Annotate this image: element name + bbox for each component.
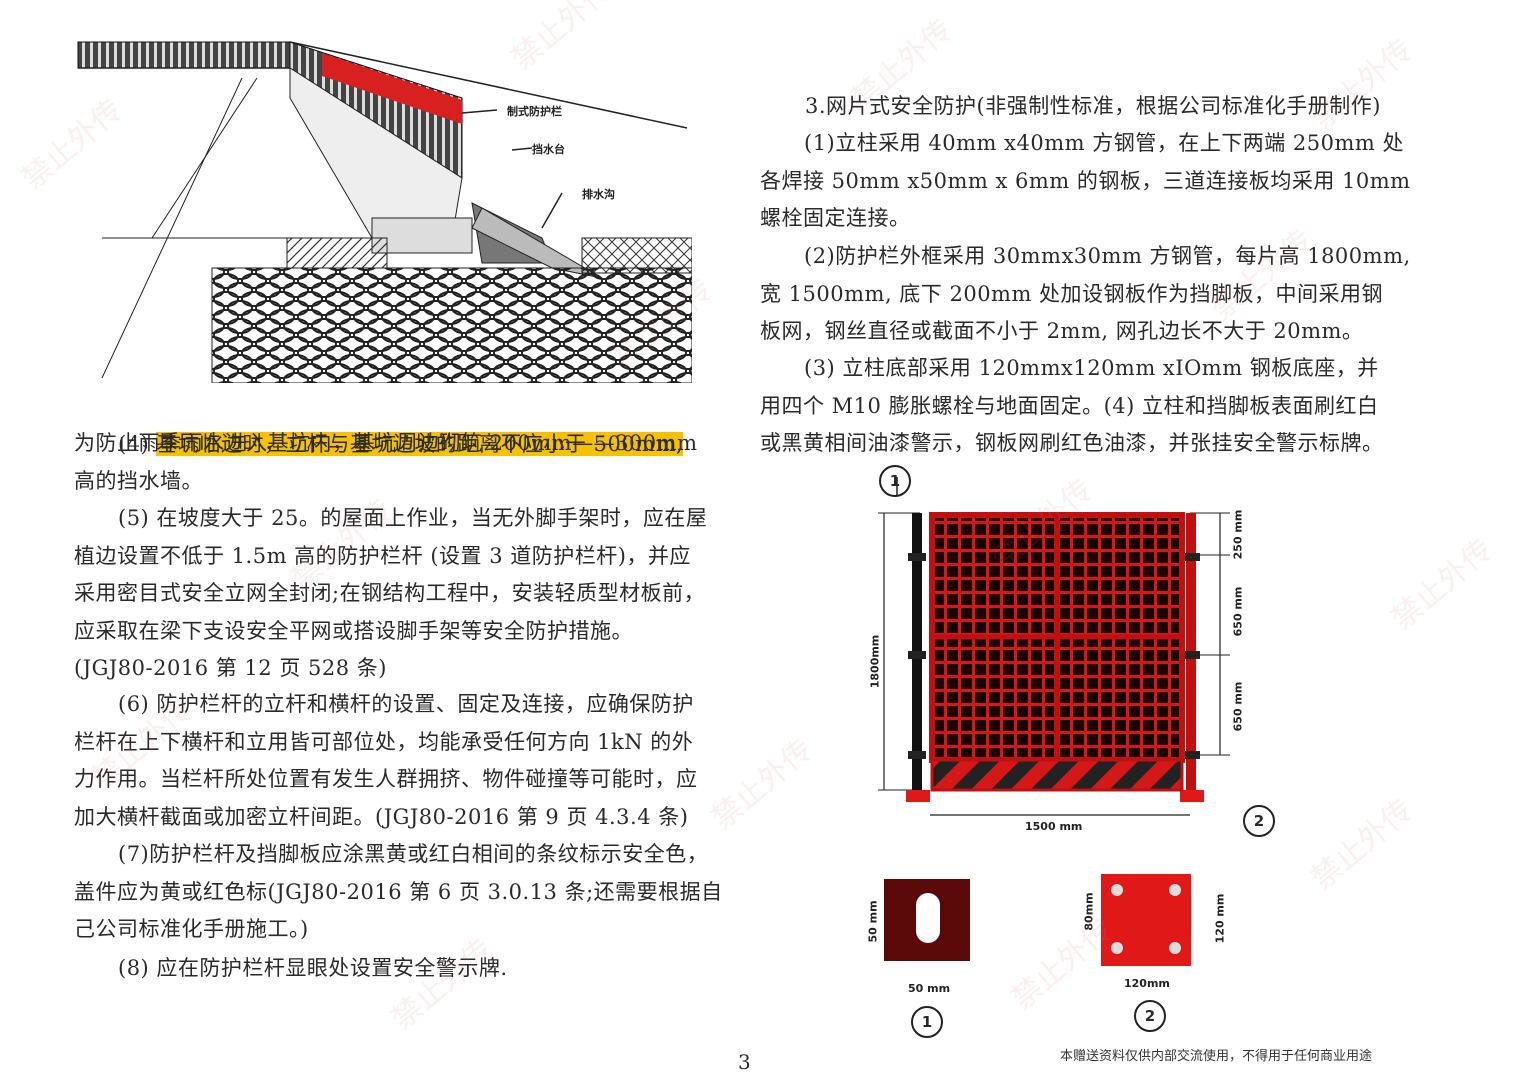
base-plate-1 bbox=[884, 879, 970, 961]
paragraph-4-rest: 为防止雨季雨水进入基坑内，基坑周边砌筑 200mm——300mm 高的挡水墙。 bbox=[74, 431, 698, 493]
paragraph-4: (4) 基坑临边时，立杆与基坑边坡的距离不应小于 500mm, bbox=[74, 388, 734, 463]
mesh-guardrail-diagram bbox=[878, 477, 1230, 816]
dim-mid2: 650 mm bbox=[1231, 681, 1245, 732]
dim-plate2-h1: 80mm bbox=[1082, 892, 1096, 931]
right-paragraph-3: (3) 立柱底部采用 120mmx120mm xIOmm 钢板底座，并 用四个 … bbox=[760, 356, 1384, 455]
watermark: 禁止外传 bbox=[1385, 532, 1500, 637]
dim-width: 1500 mm bbox=[1025, 820, 1083, 833]
p4-prefix: (4) bbox=[118, 431, 157, 456]
dim-plate1-w: 50 mm bbox=[908, 982, 951, 995]
dim-mid1: 650 mm bbox=[1231, 586, 1245, 637]
right-paragraph-1: (1)立柱采用 40mm x40mm 方钢管，在上下两端 250mm 处 各焊接… bbox=[760, 131, 1411, 230]
dim-plate1-h: 50 mm bbox=[866, 900, 880, 943]
callout-plate-1: 1 bbox=[911, 1006, 943, 1038]
label-guardrail: 制式防护栏 bbox=[507, 105, 562, 118]
label-drain: 排水沟 bbox=[582, 188, 615, 201]
paragraph-8: (8) 应在防护栏杆显眼处设置安全警示牌. bbox=[118, 956, 508, 980]
callout-1: 1 bbox=[879, 465, 911, 497]
paragraph-6: (6) 防护栏杆的立杆和横杆的设置、固定及连接，应确保防护 栏杆在上下横杆和立用… bbox=[74, 692, 698, 829]
watermark: 禁止外传 bbox=[1305, 792, 1420, 897]
paragraph-7: (7)防护栏杆及挡脚板应涂黑黄或红白相间的条纹标示安全色， 盖件应为黄或红色标(… bbox=[74, 842, 723, 941]
p4-highlight: 基坑临边时，立杆与基坑边坡的距离不应小于 500mm, bbox=[156, 431, 684, 456]
excavation-guardrail-figure bbox=[77, 41, 692, 383]
section-3-title: 3.网片式安全防护(非强制性标准，根据公司标准化手册制作) bbox=[805, 94, 1381, 118]
callout-2: 2 bbox=[1243, 805, 1275, 837]
footer-note: 本赠送资料仅供内部交流使用，不得用于任何商业用途 bbox=[1060, 1049, 1373, 1064]
base-plate-2 bbox=[1101, 874, 1191, 966]
paragraph-5: (5) 在坡度大于 25。的屋面上作业，当无外脚手架时，应在屋 植边设置不低于 … bbox=[74, 506, 708, 680]
dim-plate2-h2: 120 mm bbox=[1213, 893, 1227, 944]
page-number: 3 bbox=[738, 1050, 752, 1074]
label-water-platform: 挡水台 bbox=[532, 143, 565, 156]
dim-plate2-w: 120mm bbox=[1124, 977, 1170, 990]
callout-plate-2: 2 bbox=[1134, 1000, 1166, 1032]
right-paragraph-2: (2)防护栏外框采用 30mmx30mm 方钢管，每片高 1800mm, 宽 1… bbox=[760, 244, 1411, 343]
dim-top: 250 mm bbox=[1231, 509, 1245, 560]
dim-height: 1800mm bbox=[868, 634, 882, 689]
